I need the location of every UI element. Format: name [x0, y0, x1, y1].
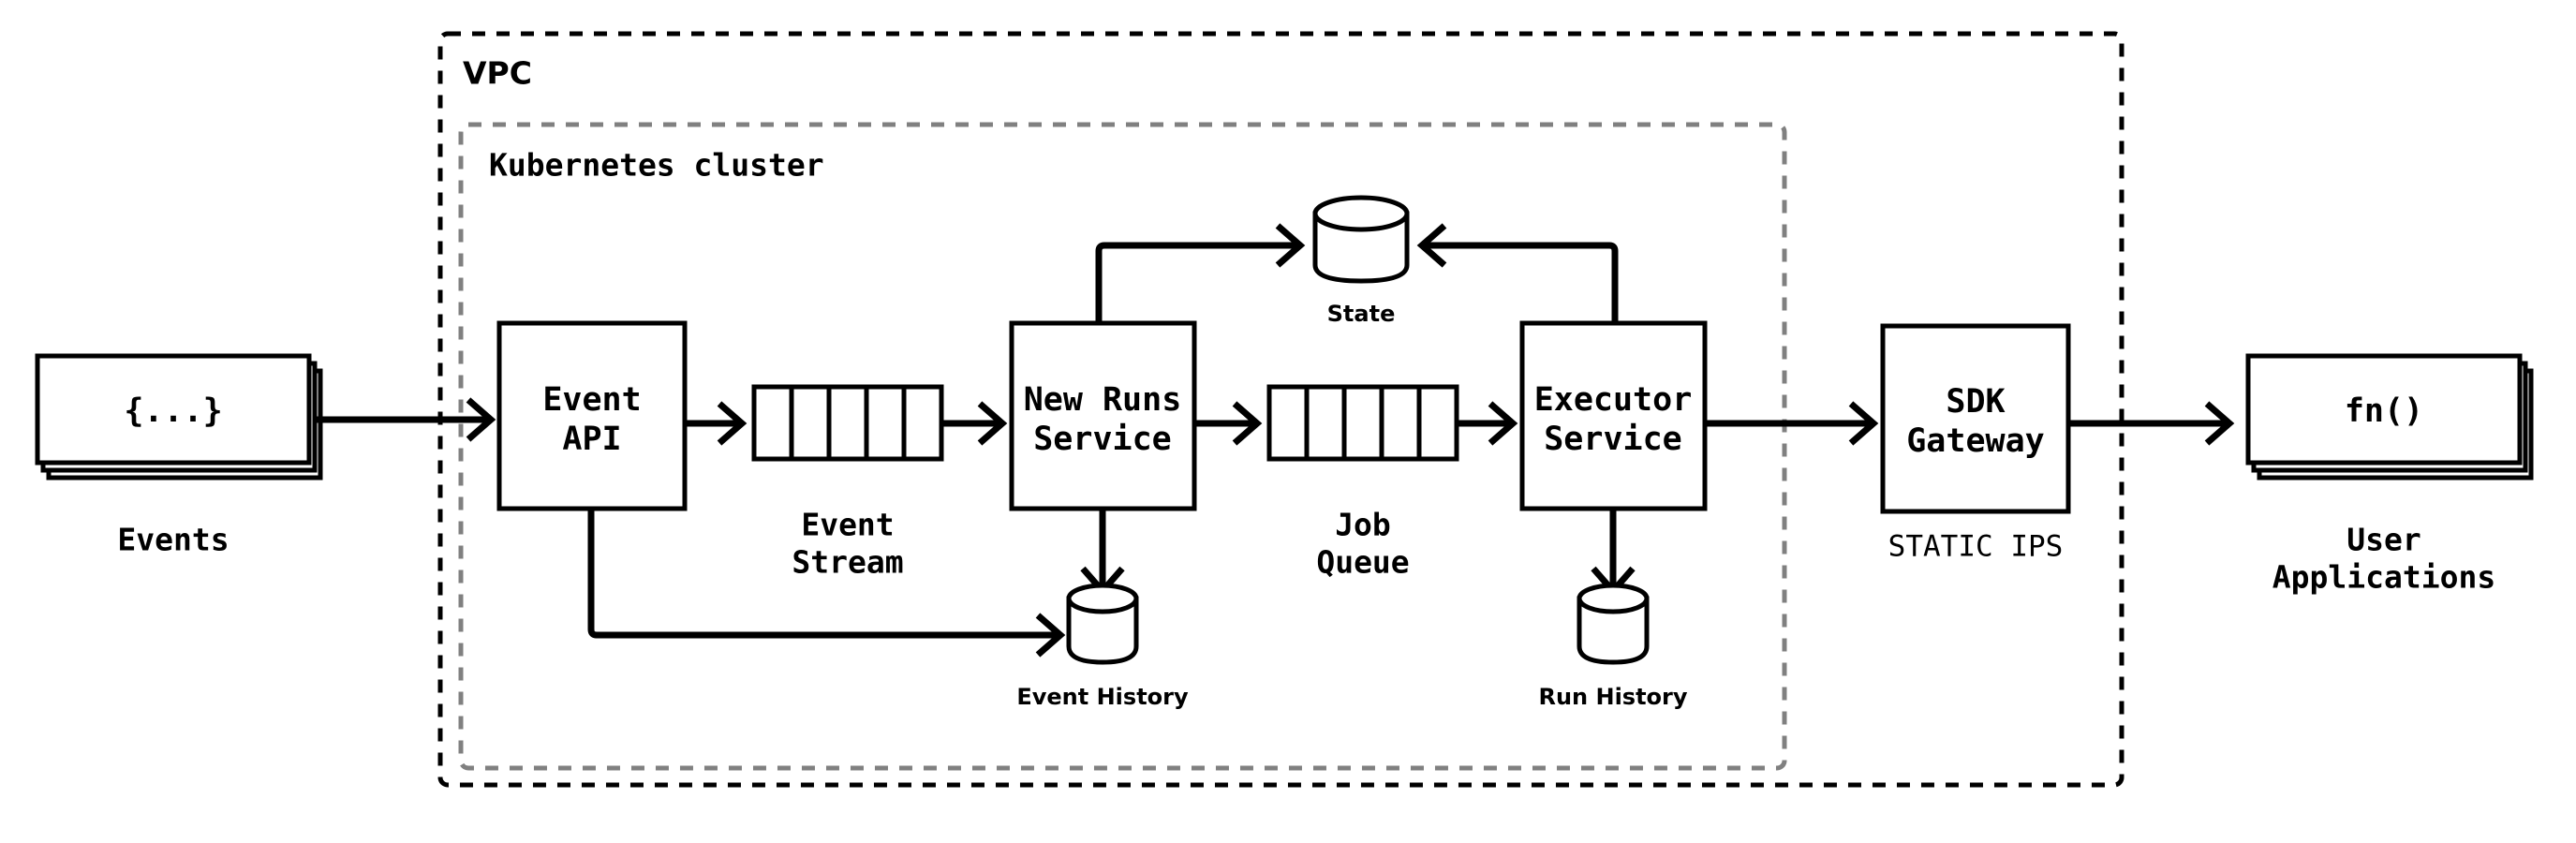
node-event-api: Event API	[496, 320, 688, 511]
node-event-history-db: Event History	[1016, 583, 1189, 710]
executor-service-label-line1: Executor	[1534, 381, 1693, 419]
edge-executor-service-to-state	[1416, 223, 1619, 323]
run-history-db-body	[1577, 596, 1650, 665]
edge-executor-service-to-sdk-gateway	[1705, 401, 1879, 446]
kubernetes-cluster-label: Kubernetes cluster	[489, 147, 824, 184]
state-db-body	[1312, 211, 1410, 284]
node-new-runs-service: New Runs Service	[1009, 320, 1197, 511]
edge-sdk-gateway-to-user-applications	[2068, 401, 2235, 446]
node-sdk-gateway: SDK Gateway STATIC IPS	[1880, 323, 2071, 564]
event-stream-caption-line2: Stream	[792, 544, 903, 581]
sdk-gateway-label-line2: Gateway	[1906, 422, 2045, 460]
node-events: {...} Events	[35, 353, 323, 558]
sdk-gateway-label-line1: SDK	[1946, 383, 2005, 421]
edge-new-runs-service-to-event-history	[1080, 509, 1125, 597]
event-stream-caption-line1: Event	[801, 507, 894, 543]
new-runs-service-label-line1: New Runs	[1024, 381, 1182, 419]
node-user-applications: fn() User Applications	[2245, 353, 2534, 596]
event-stream-queue-box	[751, 384, 944, 462]
node-state-db: State	[1312, 195, 1410, 327]
new-runs-service-label-line2: Service	[1033, 421, 1172, 458]
edge-event-api-to-event-history	[587, 509, 1066, 658]
run-history-db-top	[1577, 583, 1650, 614]
zone-kubernetes-cluster: Kubernetes cluster	[458, 122, 1787, 771]
node-job-queue: Job Queue	[1266, 384, 1459, 581]
edge-new-runs-service-to-job-queue	[1194, 401, 1263, 446]
sdk-gateway-caption: STATIC IPS	[1888, 530, 2064, 564]
edge-executor-service-to-run-history	[1591, 509, 1636, 597]
zone-vpc: VPC	[437, 31, 2124, 788]
edge-event-api-to-event-stream	[685, 401, 748, 446]
executor-service-label-line2: Service	[1544, 421, 1682, 458]
run-history-db-caption: Run History	[1538, 684, 1687, 710]
event-history-db-caption: Event History	[1016, 684, 1189, 710]
user-applications-caption-line2: Applications	[2273, 559, 2495, 596]
events-card-front	[35, 353, 312, 466]
kubernetes-cluster-boundary	[458, 122, 1787, 771]
edge-job-queue-to-executor-service	[1457, 401, 1518, 446]
event-history-db-body	[1066, 596, 1139, 665]
events-label: {...}	[124, 392, 222, 430]
node-executor-service: Executor Service	[1519, 320, 1708, 511]
event-api-label-line2: API	[562, 421, 621, 458]
state-db-top	[1312, 195, 1410, 232]
user-applications-caption-line1: User	[2347, 522, 2421, 558]
event-history-db-top	[1066, 583, 1139, 614]
job-queue-caption-line1: Job	[1335, 507, 1391, 543]
event-api-label-line1: Event	[542, 381, 641, 419]
job-queue-caption-line2: Queue	[1316, 544, 1409, 581]
edge-new-runs-service-to-state	[1095, 223, 1306, 323]
job-queue-box	[1266, 384, 1459, 462]
user-applications-card-front	[2245, 353, 2523, 466]
user-applications-label: fn()	[2345, 392, 2423, 430]
vpc-boundary	[437, 31, 2124, 788]
node-run-history-db: Run History	[1538, 583, 1688, 710]
state-db-caption: State	[1327, 301, 1396, 327]
sdk-gateway-box	[1880, 323, 2071, 514]
events-caption: Events	[117, 522, 229, 558]
edge-events-to-event-api	[317, 397, 496, 442]
edge-event-stream-to-new-runs-service	[941, 401, 1008, 446]
node-event-stream: Event Stream	[751, 384, 944, 581]
vpc-label: VPC	[463, 55, 532, 92]
